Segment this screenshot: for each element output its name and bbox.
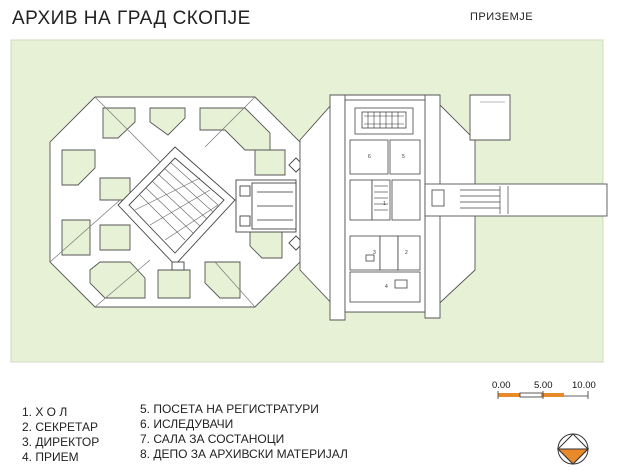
scale-label-10: 10.00 <box>572 380 596 391</box>
legend-item: 6. ИСЛЕДУВАЧИ <box>140 417 234 431</box>
floor-label: ПРИЗЕМЈЕ <box>470 11 534 23</box>
legend-item: 3. ДИРЕКТОР <box>22 435 100 449</box>
room-number-1: 1 <box>383 201 386 207</box>
admin-rooms <box>349 107 421 303</box>
connecting-block <box>235 157 304 251</box>
legend-right: 5. ПОСЕТА НА РЕГИСТРАТУРИ 6. ИСЛЕДУВАЧИ … <box>140 402 348 462</box>
scale-label-5: 5.00 <box>534 380 553 391</box>
scale-label-0: 0.00 <box>492 380 511 391</box>
legend-left: 1. Х О Л 2. СЕКРЕТАР 3. ДИРЕКТОР 4. ПРИЕ… <box>22 405 99 465</box>
legend-item: 1. Х О Л <box>22 405 68 419</box>
room-numbers: 1 2 3 4 5 6 <box>368 154 408 290</box>
reading-room <box>117 146 236 271</box>
legend-item: 2. СЕКРЕТАР <box>22 420 98 434</box>
northeast-wing <box>469 94 511 141</box>
legend-item: 7. САЛА ЗА СОСТАНОЦИ <box>140 432 285 446</box>
room-number-6: 6 <box>368 154 371 160</box>
room-number-2: 2 <box>405 250 408 256</box>
room-number-3: 3 <box>373 250 376 256</box>
legend-item: 4. ПРИЕМ <box>22 450 79 464</box>
legend-item: 8. ДЕПО ЗА АРХИВСКИ МАТЕРИЈАЛ <box>140 447 348 461</box>
north-arrow-icon <box>556 433 590 465</box>
scale-bar <box>497 391 589 399</box>
legend-item: 5. ПОСЕТА НА РЕГИСТРАТУРИ <box>140 402 319 416</box>
room-number-5: 5 <box>402 154 405 160</box>
room-number-4: 4 <box>385 284 388 290</box>
plan-title: АРХИВ НА ГРАД СКОПЈЕ <box>12 8 251 29</box>
entrance-corridor <box>424 183 608 217</box>
